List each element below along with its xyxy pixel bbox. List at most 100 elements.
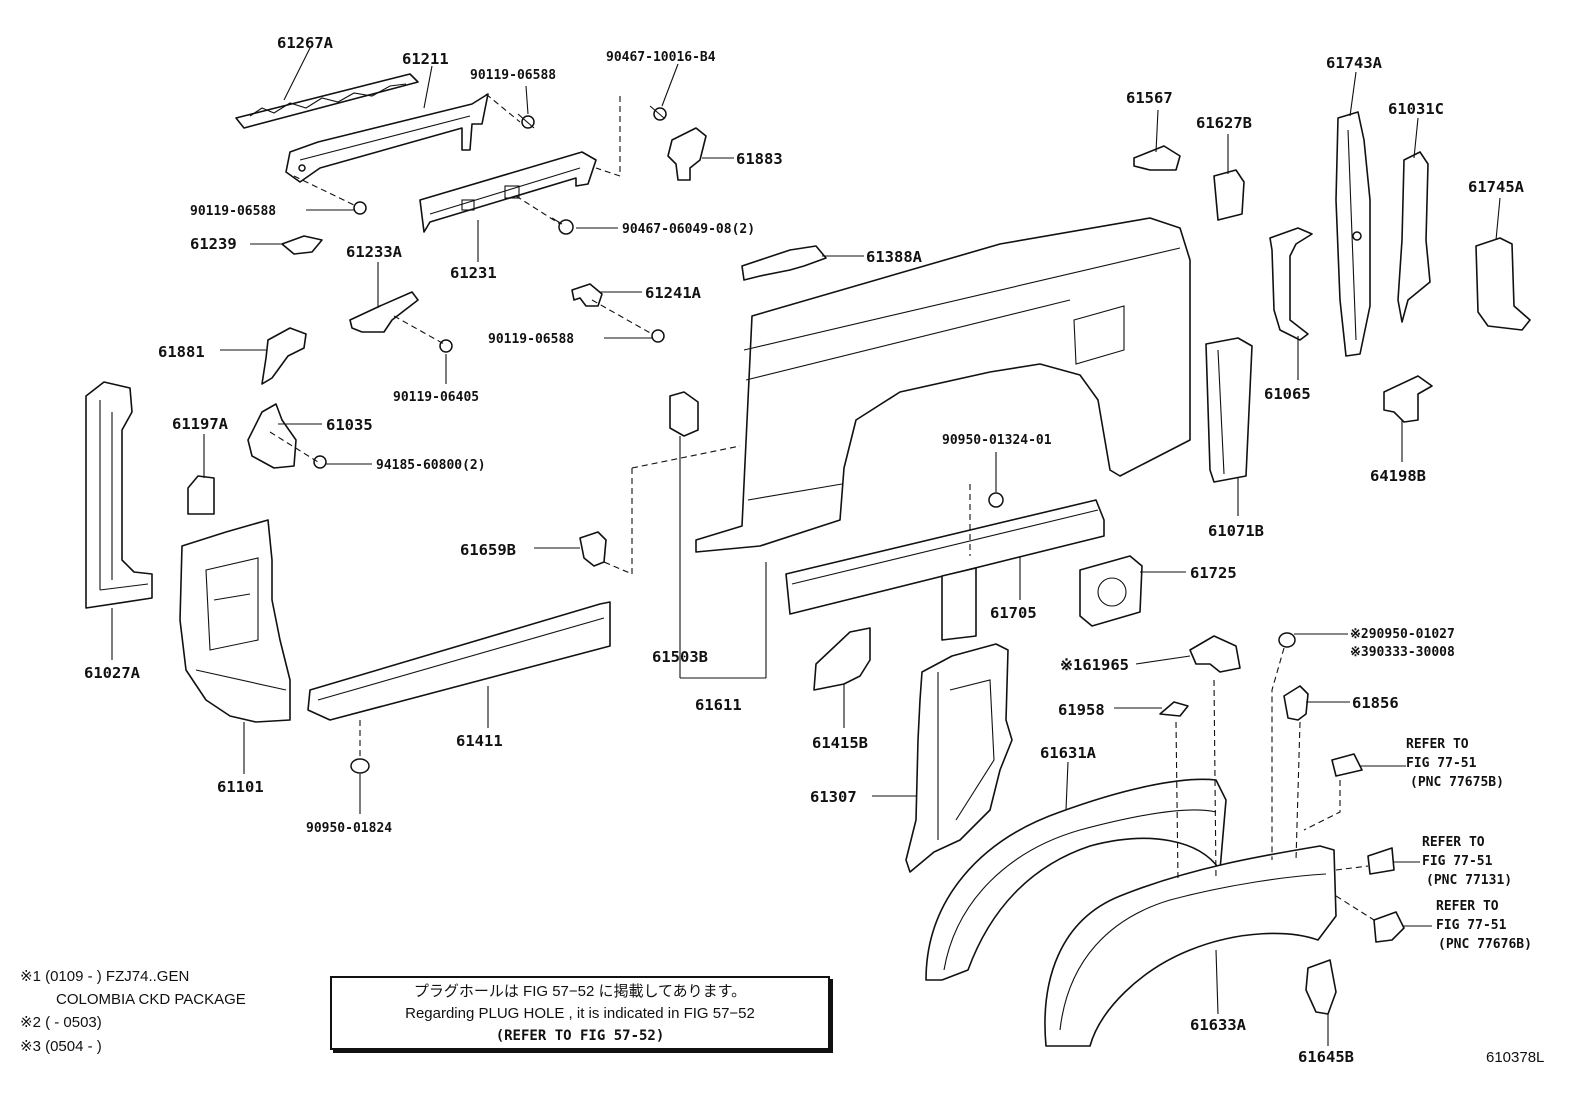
- label-94185-60800: 94185-60800(2): [376, 458, 486, 473]
- label-61197A: 61197A: [172, 415, 229, 433]
- part-61627B: [1213, 169, 1245, 221]
- label-61725: 61725: [1190, 564, 1237, 582]
- label-61745A: 61745A: [1468, 178, 1525, 196]
- label-61627B: 61627B: [1196, 114, 1252, 132]
- svg-text:(PNC 77131): (PNC 77131): [1426, 873, 1512, 888]
- footnotes: ※1 (0109 - ) FZJ74..GEN COLOMBIA CKD PAC…: [20, 968, 246, 1055]
- leader-lines: [111, 47, 1501, 1046]
- part-61725: [1079, 555, 1143, 627]
- plug-90950-01027: [1278, 632, 1296, 648]
- refer-block-77675B: REFER TO FIG 77-51 (PNC 77675B): [1406, 737, 1504, 790]
- fastener-90119-06588-top: [517, 113, 535, 129]
- part-61197A: [187, 475, 215, 515]
- refer-block-77131: REFER TO FIG 77-51 (PNC 77131): [1422, 835, 1512, 888]
- fastener-90119-06588-low: [651, 329, 665, 343]
- label-61267A: 61267A: [277, 34, 334, 52]
- label-61031C: 61031C: [1388, 100, 1444, 118]
- svg-text:(PNC 77676B): (PNC 77676B): [1438, 937, 1532, 952]
- svg-text:FIG 77-51: FIG 77-51: [1422, 854, 1493, 869]
- label-61388A: 61388A: [866, 248, 923, 266]
- label-61659B: 61659B: [460, 541, 516, 559]
- label-90119-06588-c: 90119-06588: [488, 332, 574, 347]
- refer-part-77675B: [1331, 753, 1363, 777]
- label-61231: 61231: [450, 264, 497, 282]
- part-61856: [1283, 685, 1309, 721]
- part-61567: [1133, 145, 1181, 171]
- part-61388A: [741, 245, 827, 281]
- svg-text:※3 (0504 - ): ※3 (0504 - ): [20, 1038, 102, 1055]
- part-61307: [905, 643, 1013, 873]
- label-90119-06588-b: 90119-06588: [190, 204, 276, 219]
- part-61267A: [235, 73, 419, 129]
- fastener-90119-06405: [439, 339, 453, 353]
- label-61307: 61307: [810, 788, 857, 806]
- part-64198B: [1383, 375, 1433, 423]
- fastener-90119-06588-mid: [353, 201, 367, 215]
- svg-text:FIG 77-51: FIG 77-51: [1406, 756, 1477, 771]
- part-61881: [261, 327, 307, 385]
- part-61411: [307, 601, 611, 721]
- part-61705: [785, 499, 1105, 615]
- label-61881: 61881: [158, 343, 205, 361]
- part-61231: [419, 151, 597, 233]
- label-61503B: 61503B: [652, 648, 708, 666]
- label-61239: 61239: [190, 235, 237, 253]
- label-64198B: 64198B: [1370, 467, 1426, 485]
- part-61631A: [925, 778, 1227, 981]
- label-61035: 61035: [326, 416, 373, 434]
- label-61743A: 61743A: [1326, 54, 1383, 72]
- label-61705: 61705: [990, 604, 1037, 622]
- label-90119-06405: 90119-06405: [393, 390, 479, 405]
- fastener-90467-10016: [649, 105, 667, 121]
- label-61065: 61065: [1264, 385, 1311, 403]
- label-61631A: 61631A: [1040, 744, 1097, 762]
- label-90467-06049-08: 90467-06049-08(2): [622, 222, 755, 237]
- label-90950-01027: ※290950-01027: [1350, 627, 1455, 642]
- part-61241A: [571, 283, 603, 307]
- label-61611: 61611: [695, 696, 742, 714]
- label-90950-01824: 90950-01824: [306, 821, 392, 836]
- svg-text:※2 ( - 0503): ※2 ( - 0503): [20, 1014, 102, 1031]
- part-61101: [179, 519, 291, 723]
- label-61211: 61211: [402, 50, 449, 68]
- fastener-90950-01324: [988, 492, 1004, 508]
- part-61745A: [1475, 237, 1531, 331]
- part-61965: [1189, 635, 1241, 673]
- svg-text:※1 (0109 - ) FZJ74..GEN: ※1 (0109 - ) FZJ74..GEN: [20, 968, 189, 985]
- label-61241A: 61241A: [645, 284, 702, 302]
- label-61965: ※161965: [1060, 656, 1129, 674]
- part-61233A: [349, 291, 419, 333]
- svg-text:(PNC 77675B): (PNC 77675B): [1410, 775, 1504, 790]
- svg-text:REFER TO: REFER TO: [1436, 899, 1499, 914]
- refer-part-77131: [1367, 847, 1395, 875]
- part-61035: [247, 403, 297, 469]
- plug-hole-notice: プラグホールは FIG 57−52 に掲載してあります。 Regarding P…: [330, 976, 830, 1050]
- label-61411: 61411: [456, 732, 503, 750]
- part-61239: [281, 235, 323, 255]
- part-61031C: [1397, 151, 1431, 323]
- label-61958: 61958: [1058, 701, 1105, 719]
- part-61659B: [579, 531, 607, 567]
- part-61065: [1269, 227, 1313, 341]
- label-61856: 61856: [1352, 694, 1399, 712]
- label-61567: 61567: [1126, 89, 1173, 107]
- svg-text:FIG 77-51: FIG 77-51: [1436, 918, 1507, 933]
- label-61645B: 61645B: [1298, 1048, 1354, 1066]
- part-61415B: [813, 627, 871, 691]
- dashed-assembly-lines: [269, 93, 1375, 921]
- part-61633A: [1044, 845, 1337, 1047]
- label-90467-10016-B4: 90467-10016-B4: [606, 50, 716, 65]
- part-61611: [695, 217, 1191, 553]
- plug-90950-01824: [350, 758, 370, 774]
- part-61645B: [1305, 959, 1337, 1015]
- part-61071B: [1205, 337, 1253, 483]
- label-61071B: 61071B: [1208, 522, 1264, 540]
- notice-line-jp: プラグホールは FIG 57−52 に掲載してあります。: [413, 983, 747, 1000]
- notice-line-en: Regarding PLUG HOLE , it is indicated in…: [405, 1005, 755, 1022]
- label-61883: 61883: [736, 150, 783, 168]
- refer-block-77676B: REFER TO FIG 77-51 (PNC 77676B): [1436, 899, 1532, 952]
- svg-text:REFER TO: REFER TO: [1406, 737, 1469, 752]
- part-61027A: [85, 381, 153, 609]
- part-61958: [1159, 701, 1189, 717]
